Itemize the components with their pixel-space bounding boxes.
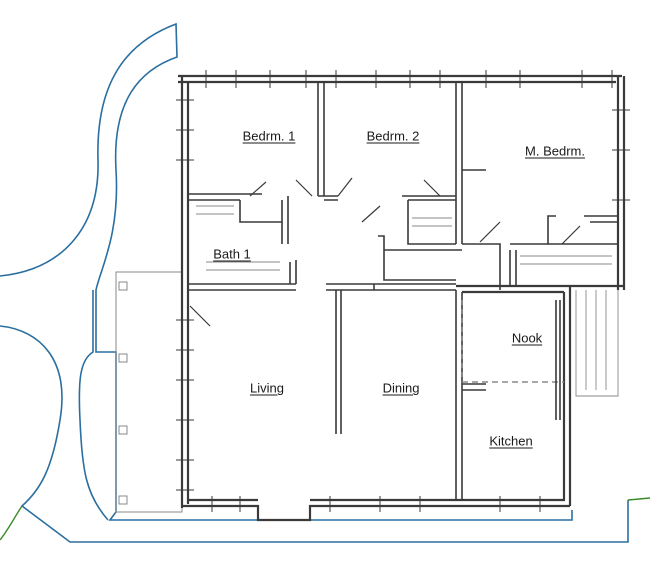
room-label-kitchen: Kitchen [489, 433, 533, 449]
lawn-edge [0, 497, 650, 541]
room-label-bath-1: Bath 1 [213, 246, 251, 262]
room-label-master-bedroom: M. Bedrm. [525, 143, 585, 159]
exterior-walls [178, 74, 626, 522]
room-label-bedroom-1: Bedrm. 1 [242, 128, 296, 144]
room-label-nook: Nook [511, 330, 543, 346]
fixture-hints [196, 205, 619, 397]
room-label-dining: Dining [382, 380, 420, 396]
room-label-living: Living [250, 380, 284, 396]
door-swings [189, 177, 581, 327]
room-label-bedroom-2: Bedrm. 2 [366, 128, 420, 144]
porch-outline [115, 271, 183, 513]
interior-walls [188, 82, 618, 500]
window-marks [176, 70, 630, 512]
walkway-outline [0, 22, 629, 543]
